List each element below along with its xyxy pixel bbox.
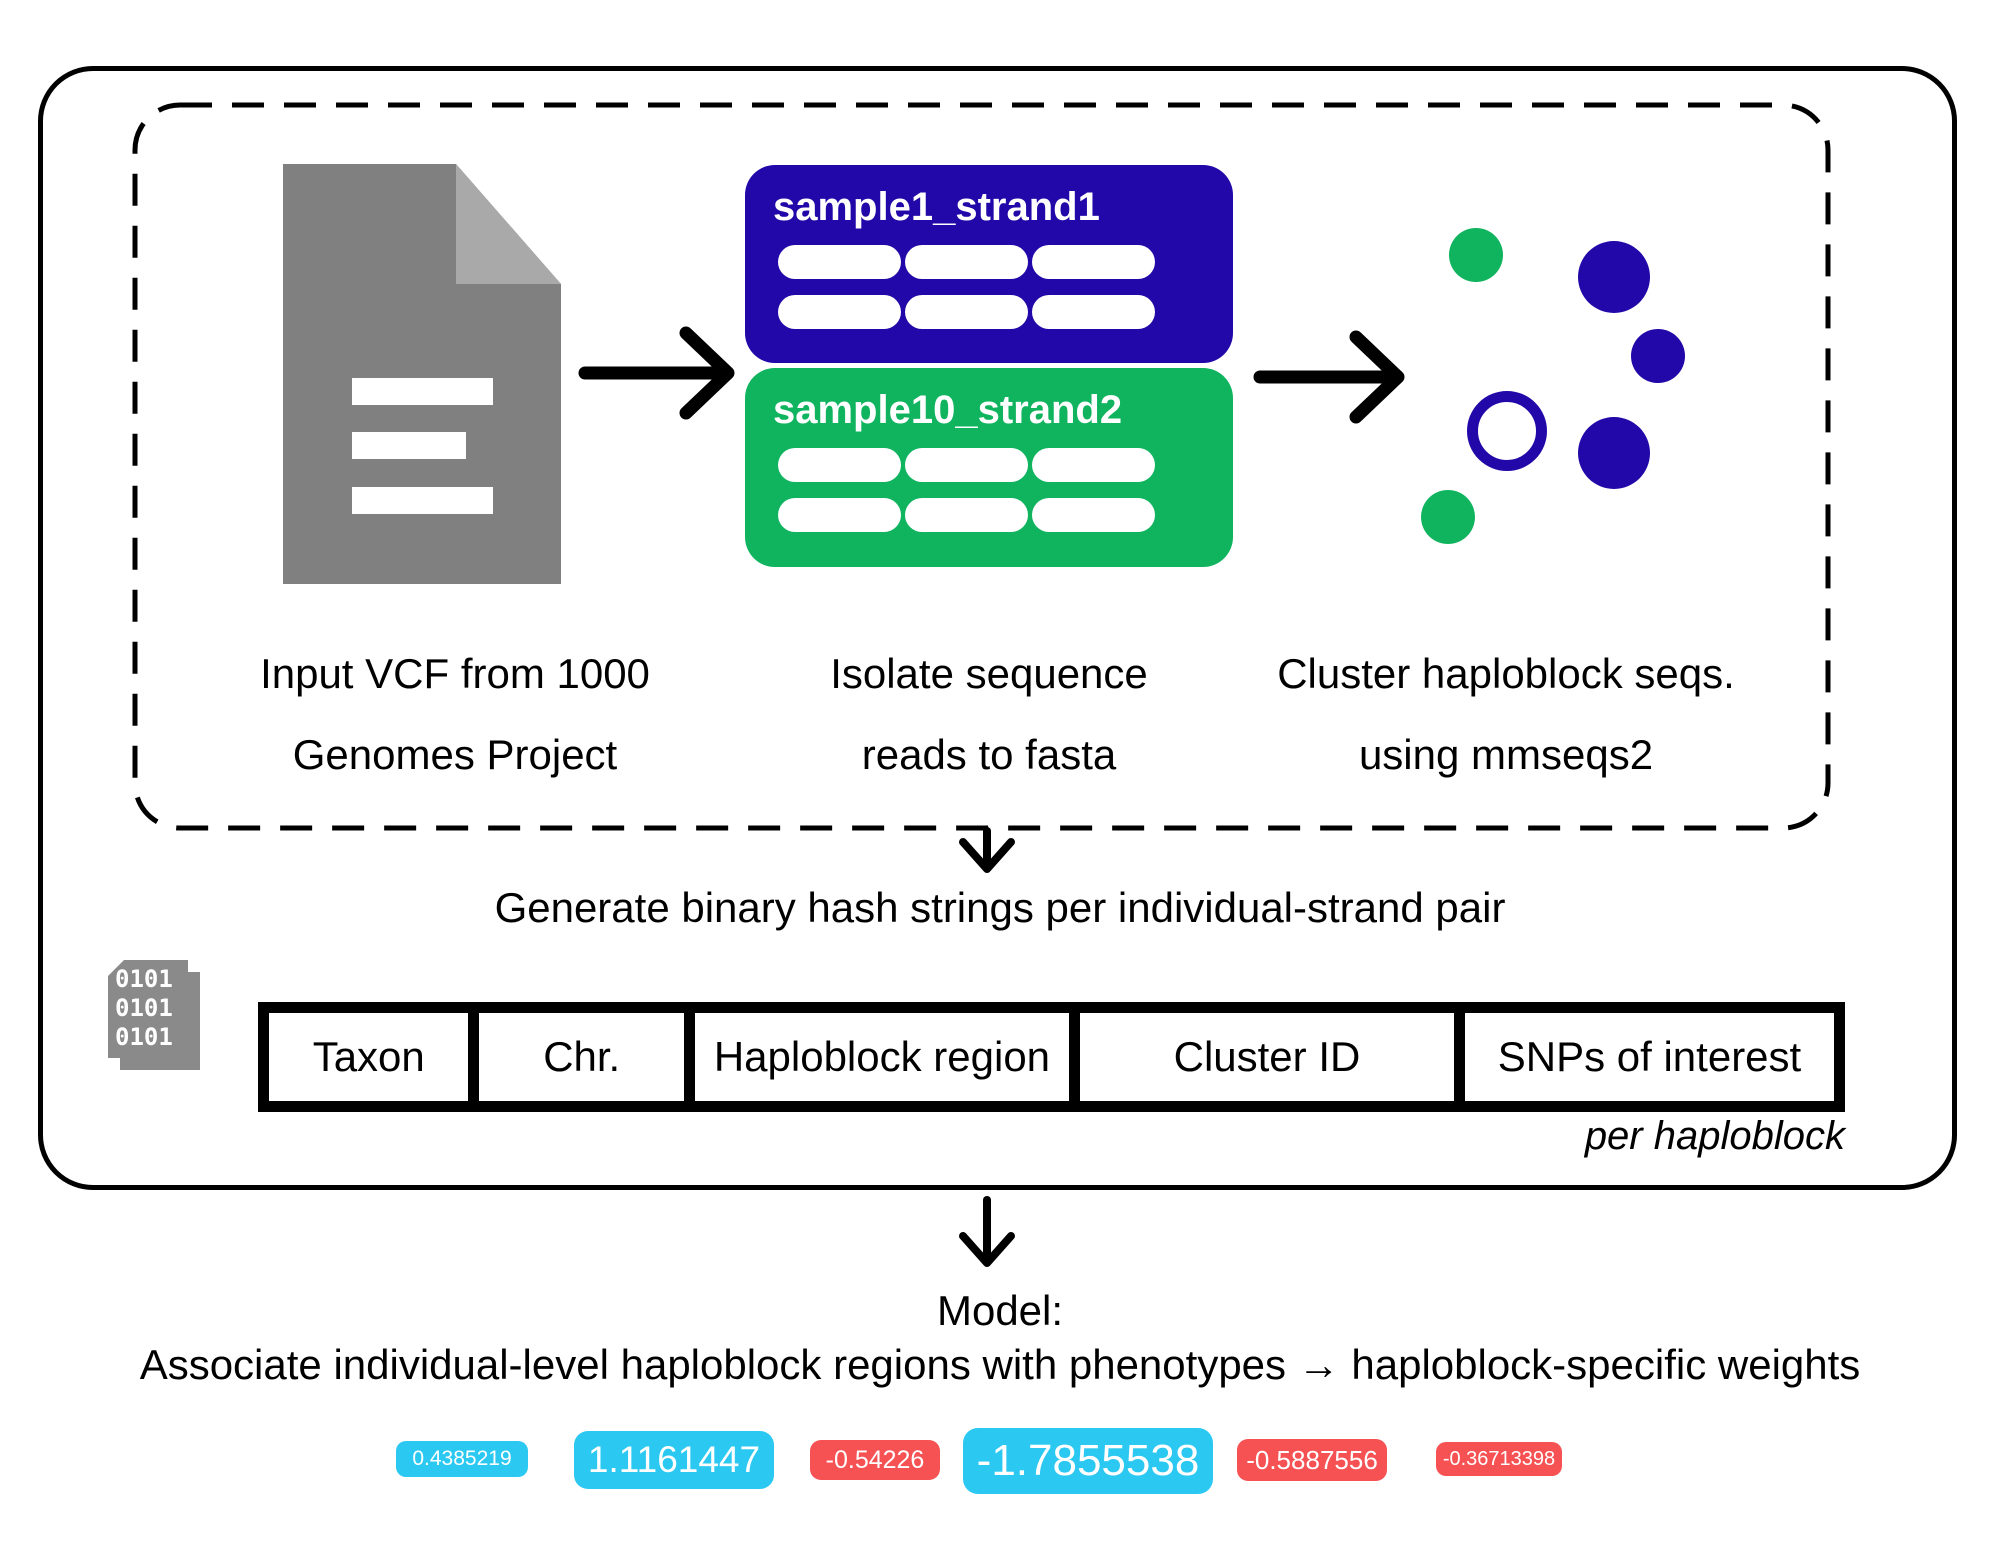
hash-string-table: Taxon Chr. Haploblock region Cluster ID … bbox=[258, 1002, 1845, 1112]
sequence-pill bbox=[1032, 448, 1155, 482]
sequence-pill bbox=[905, 295, 1028, 329]
hash-step-title: Generate binary hash strings per individ… bbox=[494, 884, 1506, 931]
cluster-dots bbox=[1400, 190, 1730, 550]
sequence-pill bbox=[778, 448, 901, 482]
stage1-caption: Input VCF from 1000 Genomes Project bbox=[260, 650, 650, 778]
table-cell-taxon: Taxon bbox=[269, 1013, 469, 1101]
sample-box-strand1: sample1_strand1 bbox=[745, 165, 1233, 363]
document-text-line bbox=[352, 432, 466, 459]
binary-front-sheet: 0101 0101 0101 bbox=[108, 960, 188, 1058]
table-cell-haploblock-region: Haploblock region bbox=[694, 1013, 1069, 1101]
per-haploblock-note: per haploblock bbox=[1584, 1114, 1845, 1158]
sequence-pill bbox=[905, 498, 1028, 532]
document-sheet bbox=[283, 164, 561, 584]
cluster-dot-green-icon bbox=[1449, 228, 1503, 282]
cluster-dot-blue-icon bbox=[1578, 417, 1650, 489]
weight-chip: -1.7855538 bbox=[963, 1428, 1213, 1494]
sequence-pill-row bbox=[778, 245, 1155, 279]
outer-container-box bbox=[38, 66, 1957, 1190]
sample-box-label: sample10_strand2 bbox=[773, 388, 1123, 432]
sequence-pill-row bbox=[778, 498, 1155, 532]
sequence-pill bbox=[778, 498, 901, 532]
table-cell-cluster-id: Cluster ID bbox=[1079, 1013, 1454, 1101]
cluster-ring-icon bbox=[1467, 391, 1547, 471]
cluster-dot-blue-icon bbox=[1578, 241, 1650, 313]
binary-digits: 0101 0101 0101 bbox=[115, 965, 173, 1051]
stage3-caption: Cluster haploblock seqs. using mmseqs2 bbox=[1277, 650, 1735, 778]
sample-box-label: sample1_strand1 bbox=[773, 185, 1100, 229]
table-cell-chr: Chr. bbox=[479, 1013, 684, 1101]
binary-file-icon: 0101 0101 0101 bbox=[108, 960, 212, 1075]
arrow-down-2 bbox=[959, 1196, 1015, 1267]
sequence-pill bbox=[1032, 498, 1155, 532]
stage2-caption: Isolate sequence reads to fasta bbox=[830, 650, 1148, 778]
sequence-pill-row bbox=[778, 295, 1155, 329]
weight-chip: -0.5887556 bbox=[1237, 1439, 1387, 1481]
weight-chip: 1.1161447 bbox=[574, 1431, 774, 1489]
cluster-dot-blue-icon bbox=[1631, 329, 1685, 383]
weight-chip: -0.36713398 bbox=[1436, 1442, 1562, 1476]
sequence-pill bbox=[778, 245, 901, 279]
sequence-pill bbox=[1032, 245, 1155, 279]
document-text-line bbox=[352, 487, 493, 514]
sequence-pill bbox=[905, 448, 1028, 482]
sequence-pill bbox=[778, 295, 901, 329]
document-text-line bbox=[352, 378, 493, 405]
cluster-dot-green-icon bbox=[1421, 490, 1475, 544]
weight-chip: 0.4385219 bbox=[396, 1441, 528, 1477]
vcf-document-icon bbox=[283, 164, 561, 584]
sequence-pill-row bbox=[778, 448, 1155, 482]
sample-box-strand2: sample10_strand2 bbox=[745, 368, 1233, 567]
weight-chip: -0.54226 bbox=[810, 1440, 940, 1480]
model-title: Model: bbox=[936, 1287, 1064, 1334]
sequence-pill bbox=[1032, 295, 1155, 329]
sequence-pill bbox=[905, 245, 1028, 279]
table-cell-snps: SNPs of interest bbox=[1464, 1013, 1834, 1101]
document-fold-corner bbox=[456, 164, 561, 284]
model-description: Associate individual-level haploblock re… bbox=[139, 1341, 1861, 1388]
